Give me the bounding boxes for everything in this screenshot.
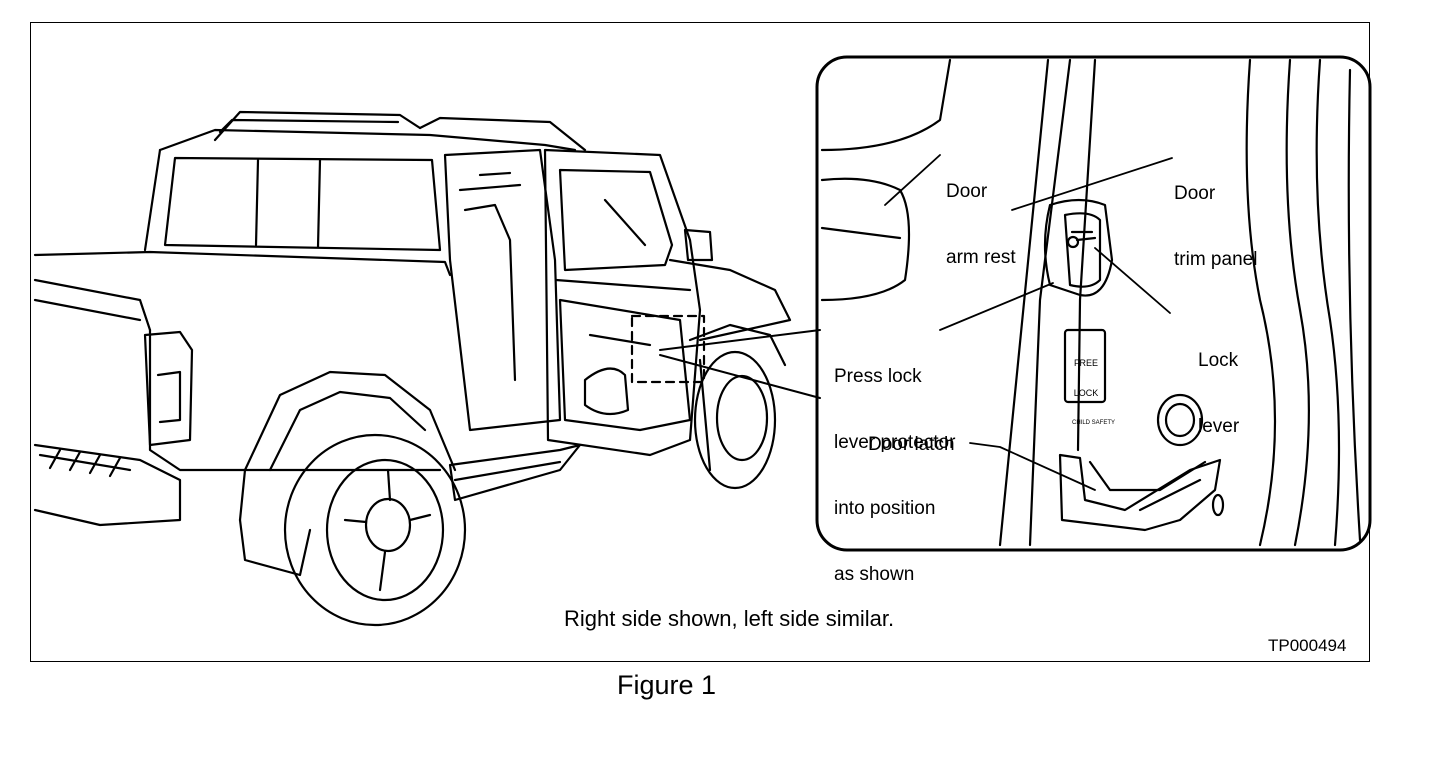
lock-text: LOCK — [1073, 388, 1099, 398]
figure-caption: Right side shown, left side similar. — [564, 606, 895, 631]
door-arm-rest-label: Door arm rest — [946, 181, 1016, 268]
press-lock-instruction-label: Press lock lever protector into position… — [834, 366, 956, 585]
door-latch-label: Door latch — [868, 434, 955, 455]
truck-drawing — [33, 110, 792, 627]
drawing-code: TP000494 — [1268, 636, 1347, 655]
lock-lever-label: Lock lever — [1198, 350, 1240, 437]
figure-label: Figure 1 — [617, 670, 717, 700]
detail-inset-frame — [815, 55, 1372, 552]
detail-drawing — [820, 58, 1362, 547]
door-trim-panel-label: Door trim panel — [1174, 183, 1258, 270]
callout-box — [630, 314, 706, 384]
child-safety-label — [1063, 328, 1107, 404]
free-text: FREE — [1073, 358, 1098, 368]
child-safety-label-text: FREE LOCK CHILD SAFETY — [1072, 338, 1116, 438]
child-safety-text: CHILD SAFETY — [1072, 420, 1116, 426]
